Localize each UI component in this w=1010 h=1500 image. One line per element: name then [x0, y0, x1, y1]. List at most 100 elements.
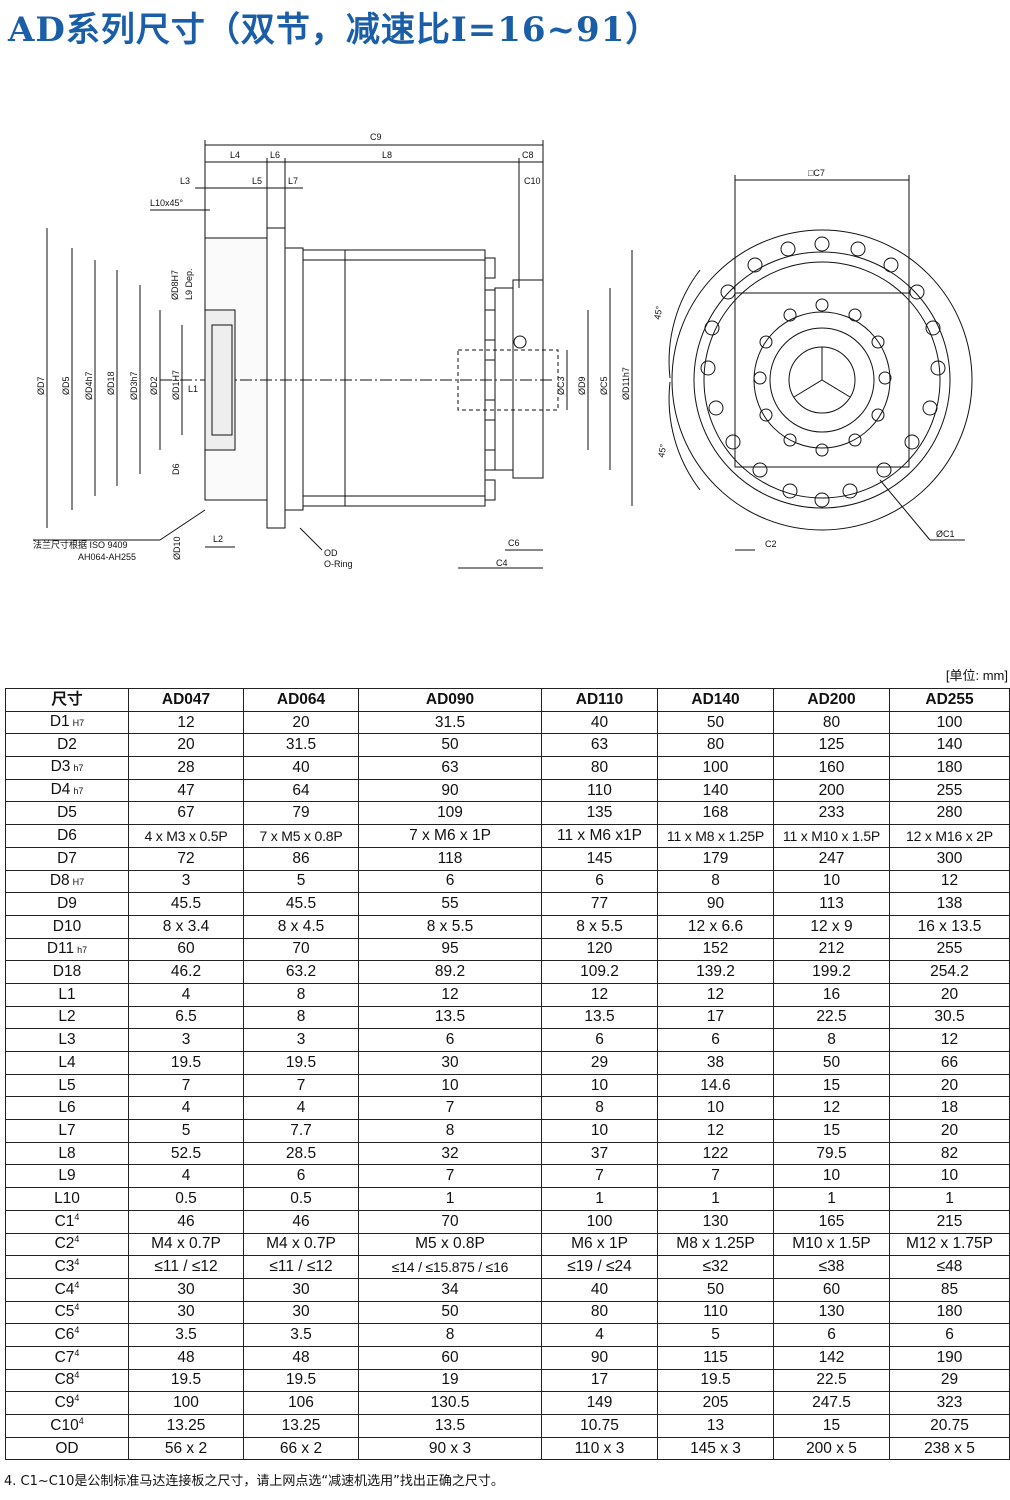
table-cell: 7 — [541, 1164, 658, 1189]
footnote-marker: 4 — [74, 1279, 80, 1290]
table-cell: 30 — [243, 1300, 359, 1325]
row-name: D1 — [49, 713, 70, 731]
row-label: L3 — [5, 1028, 129, 1052]
row-label: L1 — [5, 982, 129, 1007]
table-cell: 32 — [358, 1141, 542, 1166]
table-cell: 13.5 — [358, 1005, 542, 1030]
table-cell: 247 — [773, 846, 890, 871]
row-label: C54 — [5, 1300, 129, 1325]
table-cell: 55 — [358, 892, 542, 916]
row-name: C9 — [54, 1394, 75, 1412]
label-c10: C10 — [524, 176, 541, 186]
row-label: C74 — [5, 1345, 129, 1370]
table-cell: 180 — [889, 1300, 1010, 1325]
col-header: AD255 — [889, 688, 1010, 712]
label-c4: C4 — [496, 558, 508, 568]
table-cell: 64 — [243, 778, 359, 803]
table-cell: 17 — [541, 1368, 658, 1393]
table-cell: 12 — [657, 982, 774, 1007]
table-cell: 4 — [541, 1323, 658, 1347]
table-cell: 179 — [657, 846, 774, 871]
table-cell: 17 — [657, 1005, 774, 1030]
table-cell: 139.2 — [657, 960, 774, 984]
row-name: L9 — [58, 1167, 76, 1185]
row-name: L5 — [58, 1076, 76, 1094]
table-cell: 18 — [889, 1096, 1010, 1121]
table-cell: 45.5 — [128, 892, 244, 916]
table-cell: 47 — [128, 778, 244, 803]
table-cell: 10 — [358, 1073, 542, 1098]
label-d10: ØD10 — [172, 536, 182, 560]
table-cell: 50 — [358, 733, 542, 758]
table-cell: 6 — [889, 1323, 1010, 1347]
table-cell: 122 — [657, 1141, 774, 1166]
col-header: AD047 — [128, 688, 244, 712]
table-cell: 11 x M10 x 1.5P — [773, 824, 890, 848]
table-cell: 50 — [657, 710, 774, 735]
table-cell: 160 — [773, 756, 890, 780]
table-cell: 40 — [243, 756, 359, 780]
footnote-marker: 4 — [74, 1302, 80, 1313]
table-cell: 34 — [358, 1277, 542, 1302]
table-cell: 15 — [773, 1073, 890, 1098]
table-cell: 280 — [889, 801, 1010, 826]
label-l1: L1 — [188, 384, 198, 394]
row-label: C24 — [5, 1232, 129, 1257]
table-cell: 323 — [889, 1391, 1010, 1415]
table-cell: 63 — [541, 733, 658, 758]
table-cell: 6 — [773, 1323, 890, 1347]
table-cell: 12 — [358, 982, 542, 1007]
table-cell: 19.5 — [128, 1051, 244, 1075]
table-cell: 10 — [773, 1164, 890, 1189]
table-header-row: 尺寸 AD047 AD064 AD090 AD110 AD140 AD200 A… — [5, 688, 1010, 712]
row-name: L3 — [58, 1031, 76, 1049]
table-cell: 168 — [657, 801, 774, 826]
row-label: C84 — [5, 1368, 129, 1393]
table-cell: 48 — [243, 1345, 359, 1370]
row-name: D7 — [57, 849, 77, 867]
row-name: C2 — [54, 1235, 75, 1253]
table-cell: 10 — [657, 1096, 774, 1121]
unit-label: [单位: mm] — [945, 668, 1008, 683]
table-cell: 4 — [128, 1164, 244, 1189]
table-cell: 48 — [128, 1345, 244, 1370]
row-name: D10 — [52, 917, 82, 935]
table-cell: ≤38 — [773, 1255, 890, 1279]
row-name: L7 — [58, 1121, 76, 1139]
table-cell: 4 — [128, 982, 244, 1007]
row-label: L10 — [5, 1187, 129, 1211]
table-cell: 125 — [773, 733, 890, 758]
table-cell: 6 — [358, 1028, 542, 1052]
table-cell: 238 x 5 — [889, 1436, 1010, 1461]
table-cell: 152 — [657, 937, 774, 962]
row-name: D8 — [49, 871, 70, 889]
table-cell: 4 x M3 x 0.5P — [128, 824, 244, 848]
table-cell: 60 — [128, 937, 244, 962]
technical-drawing: C9 L4 L6 L8 C8 L3 L5 L7 C10 L10x45° ØD8H… — [33, 132, 973, 569]
table-cell: 1 — [541, 1187, 658, 1211]
table-cell: 8 — [243, 1005, 359, 1030]
table-cell: 200 — [773, 778, 890, 803]
row-label: OD — [5, 1436, 129, 1461]
table-cell: 13.25 — [128, 1414, 244, 1438]
row-label: D5 — [5, 801, 129, 826]
row-name: L10 — [54, 1189, 80, 1207]
label-d5: ØD5 — [61, 376, 71, 395]
col-header: AD200 — [773, 688, 890, 712]
table-cell: 130 — [657, 1209, 774, 1234]
table-cell: 130 — [773, 1300, 890, 1325]
label-c9: C9 — [370, 132, 382, 142]
row-label: D6 — [5, 824, 129, 848]
table-cell: 46 — [243, 1209, 359, 1234]
row-name: D18 — [52, 963, 82, 981]
row-name: C5 — [54, 1303, 75, 1321]
